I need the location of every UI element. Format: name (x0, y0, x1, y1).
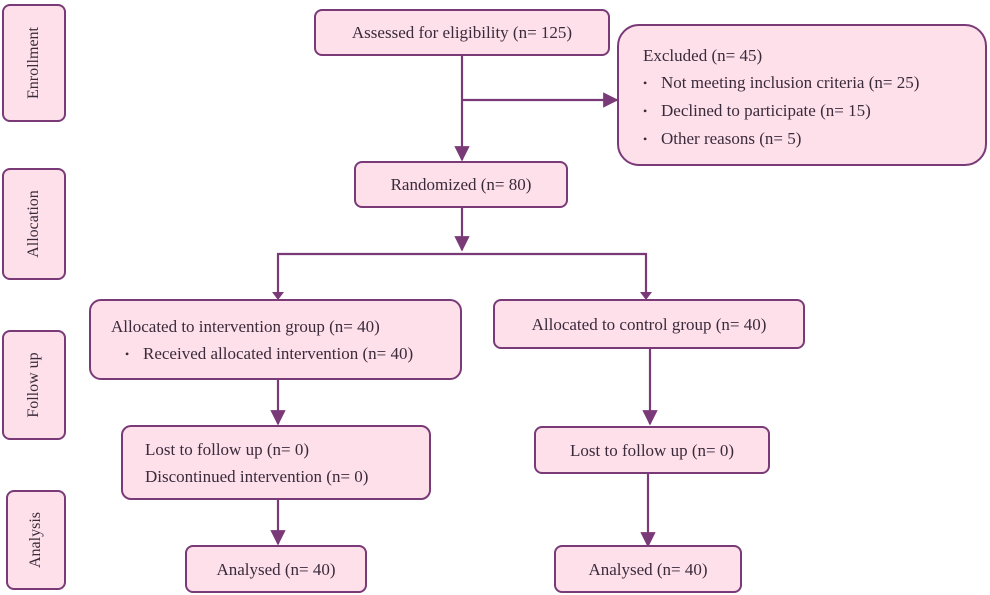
bullet-icon: • (643, 132, 648, 146)
bullet-icon: • (643, 104, 648, 118)
excluded-item: •Declined to participate (n= 15) (643, 97, 985, 125)
excluded-item: •Not meeting inclusion criteria (n= 25) (643, 69, 985, 97)
intervention-analysed-text: Analysed (n= 40) (216, 559, 336, 579)
control-allocated-box: Allocated to control group (n= 40) (493, 299, 805, 349)
control-analysed-box: Analysed (n= 40) (554, 545, 742, 593)
intervention-discontinued-text: Discontinued intervention (n= 0) (145, 467, 369, 486)
stage-allocation: Allocation (2, 168, 66, 280)
control-lost-text: Lost to follow up (n= 0) (570, 440, 734, 460)
randomized-text: Randomized (n= 80) (390, 175, 532, 194)
excluded-title: Excluded (n= 45) (643, 46, 763, 65)
stage-follow-up: Follow up (2, 330, 66, 440)
split-line (276, 252, 648, 298)
excluded-item: •Other reasons (n= 5) (643, 125, 985, 153)
control-allocated-text: Allocated to control group (n= 40) (531, 314, 767, 334)
excluded-box: Excluded (n= 45) •Not meeting inclusion … (617, 24, 987, 166)
bullet-icon: • (125, 347, 130, 361)
intervention-allocated-text: Allocated to intervention group (n= 40) (111, 317, 380, 336)
randomized-box: Randomized (n= 80) (354, 161, 568, 208)
intervention-analysed-box: Analysed (n= 40) (185, 545, 367, 593)
intervention-received-item: •Received allocated intervention (n= 40) (111, 340, 460, 368)
intervention-allocated-box: Allocated to intervention group (n= 40) … (89, 299, 462, 380)
assessed-box: Assessed for eligibility (n= 125) (314, 9, 610, 56)
control-lost-box: Lost to follow up (n= 0) (534, 426, 770, 474)
control-analysed-text: Analysed (n= 40) (588, 559, 708, 579)
intervention-lost-text: Lost to follow up (n= 0) (145, 440, 309, 459)
bullet-icon: • (643, 76, 648, 90)
stage-enrollment: Enrollment (2, 4, 66, 122)
assessed-text: Assessed for eligibility (n= 125) (351, 23, 573, 42)
intervention-lost-box: Lost to follow up (n= 0) Discontinued in… (121, 425, 431, 500)
stage-analysis: Analysis (6, 490, 66, 590)
